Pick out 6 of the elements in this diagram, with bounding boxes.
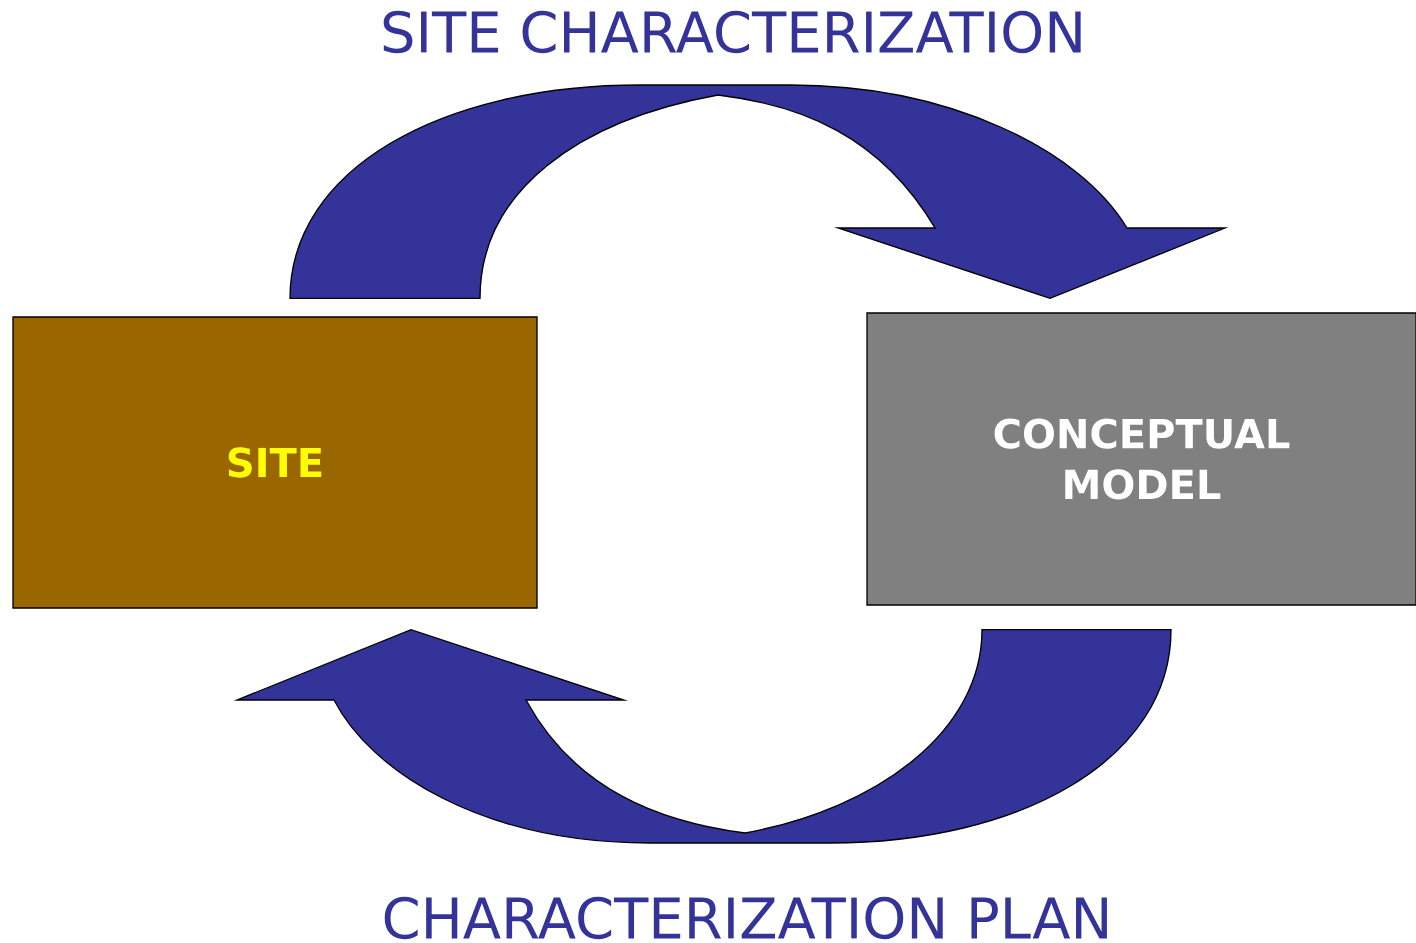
- box: CONCEPTUAL MODEL: [866, 312, 1416, 606]
- curved-arrow: [289, 84, 1226, 299]
- edge-label: CHARACTERIZATION PLAN: [384, 896, 1107, 940]
- edge-label: SITE CHARACTERIZATION: [383, 10, 1081, 54]
- box: SITE: [12, 316, 538, 609]
- curved-arrow: [236, 629, 1172, 844]
